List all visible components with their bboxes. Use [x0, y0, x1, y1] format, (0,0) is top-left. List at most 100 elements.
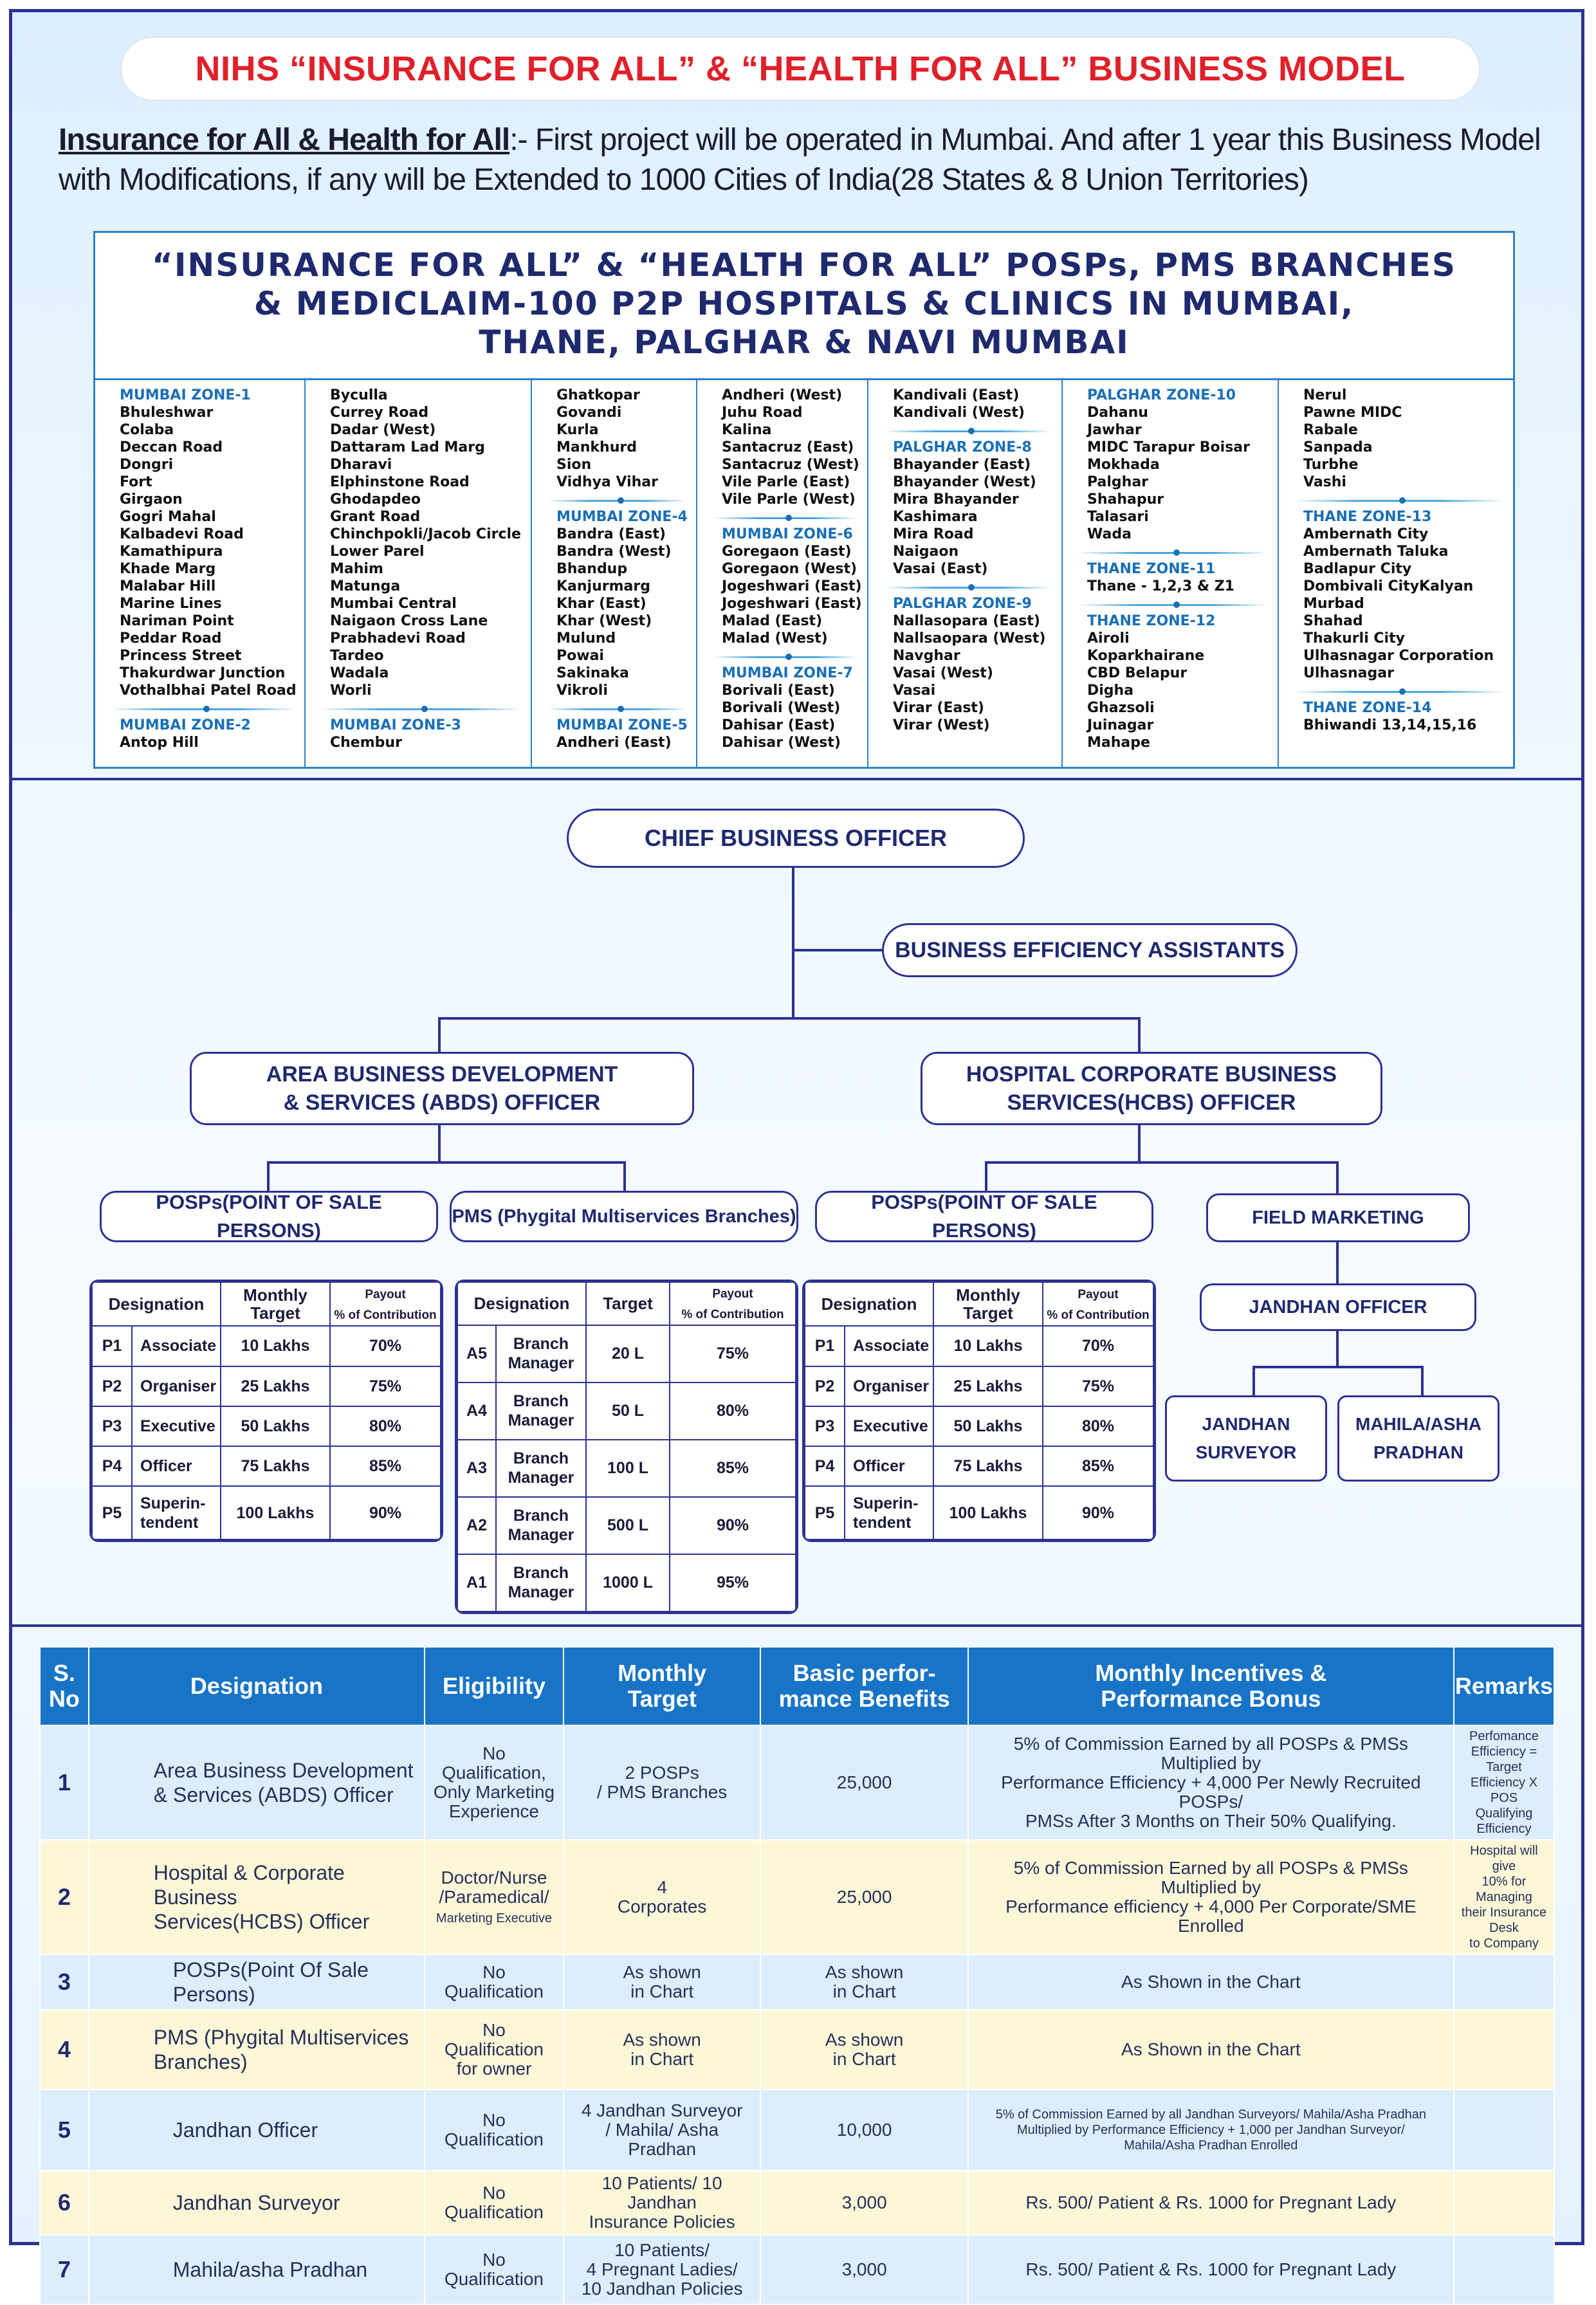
- zone-area: Mira Road: [893, 526, 974, 542]
- zones-box: “INSURANCE FOR ALL” & “HEALTH FOR ALL” P…: [93, 231, 1515, 769]
- zone-area: Santacruz (West): [722, 457, 859, 473]
- zone-area: Ambernath City: [1303, 526, 1429, 542]
- level-name: Officer: [844, 1445, 934, 1487]
- header-section: NIHS “INSURANCE FOR ALL” & “HEALTH FOR A…: [12, 12, 1581, 778]
- col-target: Target: [585, 1281, 670, 1326]
- connector-line: [1336, 1241, 1339, 1283]
- level-name: Executive: [844, 1405, 934, 1447]
- zone-area: Sion: [556, 457, 592, 473]
- section-divider: [12, 1624, 1581, 1627]
- zone-area: Girgaon: [120, 491, 183, 508]
- zone-area: Ulhasnagar Corporation: [1303, 648, 1494, 664]
- zone-area: Goregaon (East): [722, 544, 852, 560]
- row-remarks: [1453, 2089, 1555, 2171]
- zone-area: Antop Hill: [120, 735, 199, 751]
- zone-area: Andheri (East): [556, 735, 672, 751]
- connector-line: [985, 1161, 1339, 1164]
- zones-title-line-3: THANE, PALGHAR & NAVI MUMBAI: [479, 324, 1130, 361]
- row-target: 4 Jandhan Surveyor/ Mahila/ Asha Pradhan: [562, 2089, 762, 2171]
- col-payout: Payout% of Contribution: [329, 1281, 441, 1327]
- zone-separator: [547, 706, 687, 712]
- zone-heading: THANE ZONE-13: [1303, 509, 1432, 525]
- zone-area: Dahanu: [1087, 405, 1148, 421]
- zone-separator: [713, 515, 858, 521]
- zones-title-line-2: & MEDICLAIM-100 P2P HOSPITALS & CLINICS …: [253, 285, 1355, 322]
- level-name: Associate: [844, 1325, 934, 1367]
- zone-area: Murbad: [1303, 596, 1364, 612]
- zone-area: Kurla: [556, 422, 599, 438]
- business-efficiency-assistants: BUSINESS EFFICIENCY ASSISTANTS: [882, 923, 1298, 977]
- row-sno: 5: [39, 2089, 89, 2171]
- level-payout: 75%: [1042, 1365, 1154, 1407]
- zone-area: Kalbadevi Road: [120, 526, 244, 542]
- level-code: P2: [91, 1365, 133, 1407]
- zone-area: Vile Parle (West): [722, 491, 856, 508]
- level-payout: 90%: [1042, 1485, 1154, 1540]
- zone-area: Peddar Road: [120, 630, 222, 647]
- level-target: 10 Lakhs: [220, 1325, 331, 1367]
- col-designation: Designation: [87, 1646, 426, 1726]
- row-incentives: As Shown in the Chart: [967, 1954, 1454, 2010]
- zone-area: Nerul: [1303, 387, 1347, 403]
- row-basic: 25,000: [760, 1725, 969, 1841]
- zone-area: Nallsaopara (West): [893, 630, 1046, 647]
- zone-area: Vashi: [1303, 474, 1346, 490]
- level-code: A2: [457, 1496, 497, 1555]
- level-payout: 85%: [669, 1438, 796, 1498]
- page-frame: NIHS “INSURANCE FOR ALL” & “HEALTH FOR A…: [9, 9, 1584, 2305]
- level-name: Officer: [131, 1445, 221, 1487]
- col-sno: S.No: [39, 1646, 89, 1726]
- zone-area: Bhayander (West): [893, 474, 1036, 490]
- connector-line: [623, 1161, 626, 1191]
- zone-area: Colaba: [120, 422, 174, 438]
- row-remarks: [1453, 2009, 1555, 2090]
- connector-line: [438, 1017, 441, 1052]
- zone-area: Ghazsoli: [1087, 700, 1155, 716]
- zone-area: Mahim: [330, 561, 383, 577]
- row-designation: Mahila/asha Pradhan: [87, 2234, 426, 2305]
- level-code: A5: [457, 1324, 497, 1383]
- level-payout: 80%: [329, 1405, 441, 1447]
- connector-line: [1336, 1331, 1339, 1368]
- level-code: A3: [457, 1438, 497, 1498]
- level-target: 25 Lakhs: [933, 1365, 1043, 1407]
- zone-area: Tardeo: [330, 648, 384, 664]
- chief-business-officer: CHIEF BUSINESS OFFICER: [567, 809, 1025, 868]
- zone-heading: MUMBAI ZONE-5: [556, 717, 688, 733]
- row-sno: 4: [39, 2009, 89, 2090]
- zone-area: Deccan Road: [120, 439, 223, 455]
- connector-line: [438, 1125, 441, 1162]
- connector-line: [1252, 1366, 1255, 1395]
- level-code: A4: [457, 1381, 497, 1440]
- zone-area: Khar (East): [556, 596, 647, 612]
- row-remarks: [1453, 2170, 1555, 2236]
- zone-area: Kandivali (West): [893, 405, 1025, 421]
- zone-heading: THANE ZONE-12: [1087, 613, 1216, 629]
- zone-area: Juhu Road: [722, 405, 803, 421]
- zone-area: Powai: [556, 648, 604, 664]
- level-code: P3: [804, 1405, 845, 1447]
- zone-area: Pawne MIDC: [1303, 405, 1402, 421]
